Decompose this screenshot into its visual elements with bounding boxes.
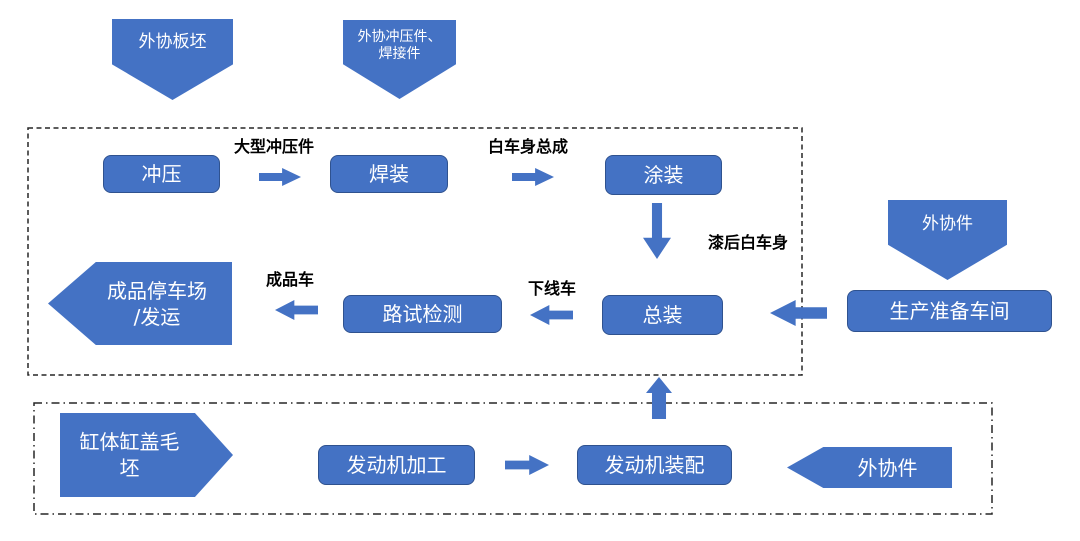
prep-workshop-box: 生产准备车间 (847, 290, 1052, 332)
painting-box: 涂装 (605, 155, 722, 195)
stamping-box: 冲压 (103, 155, 220, 193)
flow-label-finished-car: 成品车 (265, 270, 314, 289)
engine-blank-label-line1: 缸体缸盖毛 (79, 430, 180, 454)
stamping-label: 冲压 (141, 162, 182, 186)
welding-label: 焊装 (369, 162, 409, 186)
flow-label-painted-body: 漆后白车身 (707, 233, 788, 252)
main-process-boundary (27, 127, 803, 376)
parking-label-line1: 成品停车场 (107, 278, 207, 303)
road-test-box: 路试检测 (343, 295, 502, 333)
input-parts-bottom-pentagon: 外协件 (787, 447, 952, 488)
flow-label-offline-car: 下线车 (527, 279, 576, 298)
input-parts-top-pentagon: 外协件 (888, 200, 1007, 280)
engine-shop-boundary (33, 402, 993, 515)
input-stamp-weld-label-line2: 焊接件 (378, 45, 421, 62)
input-parts-bottom-label: 外协件 (857, 455, 918, 480)
flow-label-body-in-white: 白车身总成 (487, 137, 568, 156)
engine-machining-label: 发动机加工 (346, 453, 447, 477)
parking-label-line2: /发运 (133, 304, 181, 329)
painting-label: 涂装 (643, 163, 684, 187)
engine-blank-label-line2: 坯 (119, 456, 140, 480)
input-slab-label: 外协板坯 (138, 32, 207, 53)
engine-blank-pentagon: 缸体缸盖毛 坯 (60, 413, 233, 497)
assembly-box: 总装 (602, 295, 723, 335)
prep-workshop-label: 生产准备车间 (889, 299, 1010, 323)
engine-assembly-label: 发动机装配 (604, 453, 705, 477)
assembly-label: 总装 (642, 303, 683, 327)
engine-machining-box: 发动机加工 (318, 445, 475, 485)
input-stamp-weld-label-line1: 外协冲压件、 (357, 28, 442, 45)
road-test-label: 路试检测 (382, 302, 463, 326)
input-parts-top-label: 外协件 (922, 213, 973, 234)
engine-assembly-box: 发动机装配 (577, 445, 732, 485)
flow-label-large-stampings: 大型冲压件 (233, 137, 314, 156)
input-slab-pentagon: 外协板坯 (112, 19, 233, 100)
input-stamp-weld-pentagon: 外协冲压件、 焊接件 (343, 20, 456, 99)
welding-box: 焊装 (330, 155, 448, 193)
